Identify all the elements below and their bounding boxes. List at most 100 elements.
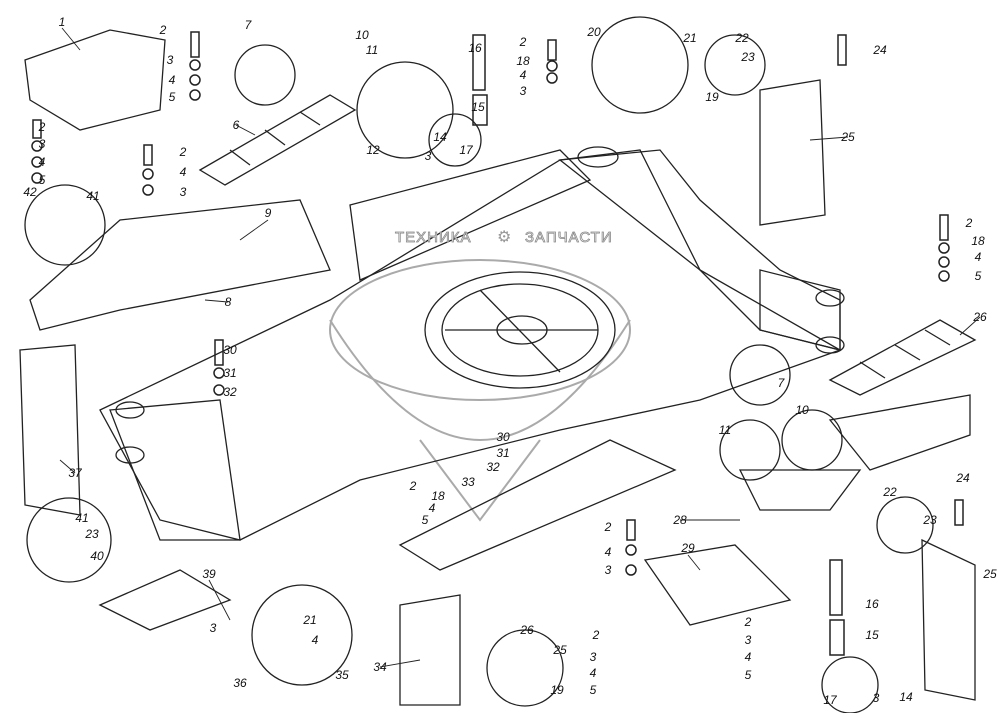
- leader-lines: [59, 27, 981, 668]
- callout-number: 4: [168, 73, 176, 87]
- fasteners: [31, 31, 964, 656]
- callout-number: 3: [744, 633, 752, 647]
- callout-number: 4: [589, 666, 597, 680]
- callout-number: 3: [166, 53, 174, 67]
- callout-number: 28: [673, 513, 687, 527]
- callout-number: 11: [718, 423, 732, 437]
- callout-number: 24: [873, 43, 887, 57]
- callout-number: 4: [974, 250, 982, 264]
- callout-number: 10: [355, 28, 369, 42]
- callout-number: 16: [468, 41, 482, 55]
- callout-number: 7: [244, 18, 252, 32]
- main-frame: [99, 146, 845, 541]
- callout-number: 20: [587, 25, 601, 39]
- callout-number: 2: [965, 216, 973, 230]
- callout-number: 3: [38, 137, 46, 151]
- callout-number: 4: [428, 501, 436, 515]
- cover-plates: [19, 29, 976, 706]
- callout-number: 11: [365, 43, 379, 57]
- callout-number: 4: [38, 155, 46, 169]
- callout-number: 6: [232, 118, 240, 132]
- callout-number: 31: [223, 366, 237, 380]
- callout-number: 3: [179, 185, 187, 199]
- callout-number: 2: [519, 35, 527, 49]
- callout-number: 7: [777, 376, 785, 390]
- callout-number: 15: [865, 628, 879, 642]
- callout-number: 16: [865, 597, 879, 611]
- ladders: [198, 94, 977, 396]
- callout-number: 40: [90, 549, 104, 563]
- callout-number: 23: [85, 527, 99, 541]
- callout-number: 21: [303, 613, 317, 627]
- callout-number: 4: [179, 165, 187, 179]
- callout-number: 4: [311, 633, 319, 647]
- callout-number: 17: [823, 693, 837, 707]
- callout-number: 5: [421, 513, 429, 527]
- callout-number: 14: [433, 130, 447, 144]
- callout-number: 34: [373, 660, 387, 674]
- callout-number: 3: [519, 84, 527, 98]
- callout-number: 5: [744, 668, 752, 682]
- callout-number: 41: [75, 511, 89, 525]
- callout-number: 23: [923, 513, 937, 527]
- callout-number: 2: [744, 615, 752, 629]
- callout-number: 18: [971, 234, 985, 248]
- callout-number: 22: [735, 31, 749, 45]
- callout-number: 2: [409, 479, 417, 493]
- callout-number: 18: [431, 489, 445, 503]
- callout-number: 2: [38, 120, 46, 134]
- callout-number: 2: [604, 520, 612, 534]
- callout-number: 32: [223, 385, 237, 399]
- watermark-logo: [329, 259, 631, 522]
- callout-number: 25: [553, 643, 567, 657]
- callout-number: 4: [519, 68, 527, 82]
- callout-number: 17: [459, 143, 473, 157]
- callout-number: 24: [956, 471, 970, 485]
- callout-number: 5: [974, 269, 982, 283]
- callout-number: 25: [841, 130, 855, 144]
- callout-number: 30: [496, 430, 510, 444]
- callout-number: 41: [86, 189, 100, 203]
- callout-number: 14: [899, 690, 913, 704]
- callout-number: 3: [209, 621, 217, 635]
- callout-number: 30: [223, 343, 237, 357]
- callout-number: 32: [486, 460, 500, 474]
- callout-number: 35: [335, 668, 349, 682]
- gear-icon: ⚙: [497, 229, 512, 246]
- callout-number: 10: [795, 403, 809, 417]
- callout-number: 19: [705, 90, 719, 104]
- callout-number: 25: [983, 567, 997, 581]
- callout-number: 1: [58, 15, 66, 29]
- callout-number: 21: [683, 31, 697, 45]
- callout-number: 5: [38, 173, 46, 187]
- callout-number: 5: [589, 683, 597, 697]
- callout-number: 26: [973, 310, 987, 324]
- callout-number: 37: [68, 466, 82, 480]
- callout-number: 23: [741, 50, 755, 64]
- callout-number: 36: [233, 676, 247, 690]
- callout-number: 42: [23, 185, 37, 199]
- callout-number: 22: [883, 485, 897, 499]
- callout-number: 15: [471, 100, 485, 114]
- watermark-right-text: ЗАПЧАСТИ: [525, 229, 613, 247]
- callout-number: 3: [589, 650, 597, 664]
- callout-number: 2: [159, 23, 167, 37]
- callout-number: 4: [744, 650, 752, 664]
- callout-number: 12: [366, 143, 380, 157]
- callout-number: 26: [520, 623, 534, 637]
- watermark-left-text: ТЕХНИКА: [395, 229, 472, 247]
- callout-number: 31: [496, 446, 510, 460]
- callout-number: 39: [202, 567, 216, 581]
- callout-number: 5: [168, 90, 176, 104]
- callout-number: 2: [592, 628, 600, 642]
- callout-number: 8: [224, 295, 232, 309]
- callout-number: 19: [550, 683, 564, 697]
- callout-number: 3: [872, 691, 880, 705]
- callout-number: 3: [424, 149, 432, 163]
- callout-number: 4: [604, 545, 612, 559]
- callout-number: 18: [516, 54, 530, 68]
- callout-number: 9: [264, 206, 272, 220]
- callout-number: 33: [461, 475, 475, 489]
